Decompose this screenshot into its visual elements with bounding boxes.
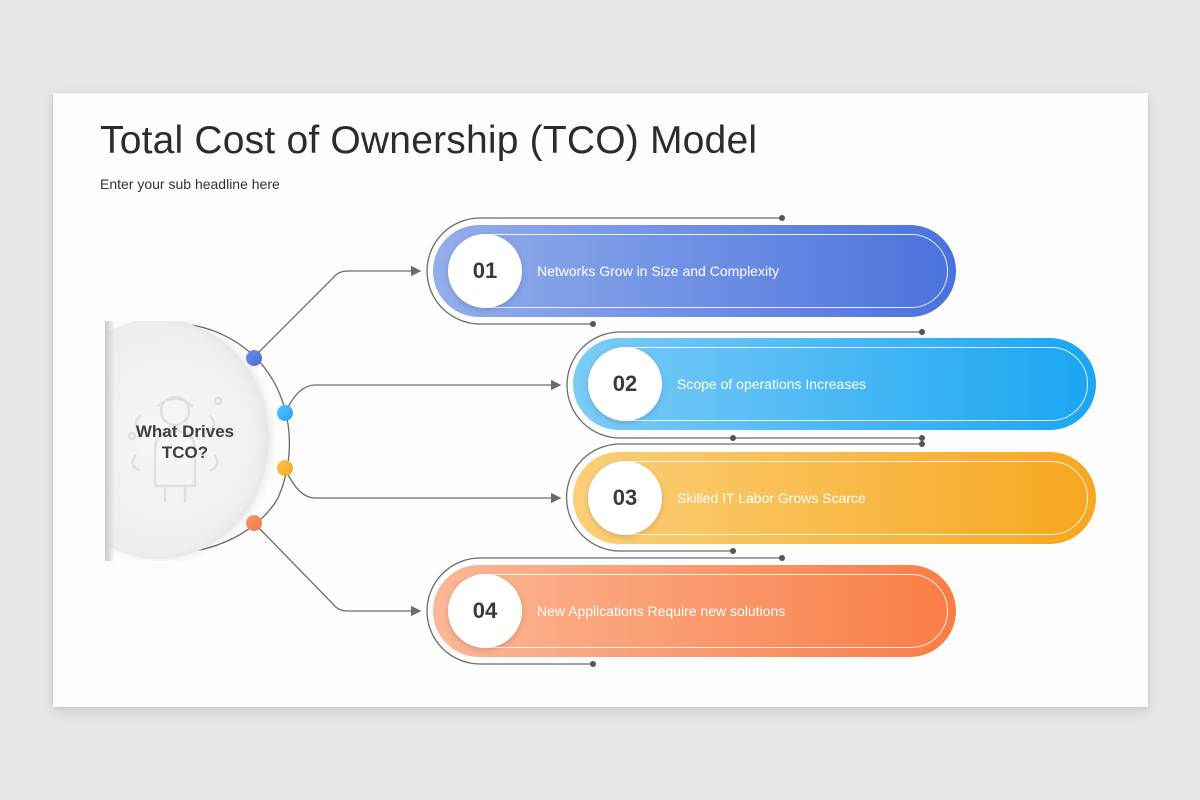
connector-lines xyxy=(139,215,925,667)
hub-label-line-2: TCO? xyxy=(161,443,209,462)
driver-dot-1 xyxy=(246,350,262,366)
hub-circle: What Drives TCO? xyxy=(105,321,275,561)
branch-line-4 xyxy=(253,522,422,617)
driver-card-3: 03 Skilled IT Labor Grows Scarce xyxy=(573,452,1096,544)
driver-card-1: 01 Networks Grow in Size and Complexity xyxy=(433,225,956,317)
driver-number-3: 03 xyxy=(588,461,662,535)
driver-text-2: Scope of operations Increases xyxy=(677,376,867,392)
hub-label: What Drives TCO? xyxy=(125,421,245,463)
driver-number-4: 04 xyxy=(448,574,522,648)
driver-card-4: 04 New Applications Require new solution… xyxy=(433,565,956,657)
slide: Total Cost of Ownership (TCO) Model Ente… xyxy=(53,93,1148,707)
branch-line-2 xyxy=(284,379,562,414)
slide-subtitle: Enter your sub headline here xyxy=(100,176,280,192)
slide-title: Total Cost of Ownership (TCO) Model xyxy=(100,119,758,162)
driver-card-2: 02 Scope of operations Increases xyxy=(573,338,1096,430)
pill-wrap-4 xyxy=(426,557,782,665)
hub-label-line-1: What Drives xyxy=(135,422,235,441)
driver-text-4: New Applications Require new solutions xyxy=(537,603,786,619)
driver-text-1: Networks Grow in Size and Complexity xyxy=(537,263,779,279)
pill-wrap-2 xyxy=(566,331,922,439)
branch-line-3 xyxy=(284,467,562,504)
driver-dot-4 xyxy=(246,515,262,531)
person-with-ideas-icon xyxy=(127,395,223,503)
driver-number-2: 02 xyxy=(588,347,662,421)
driver-text-3: Skilled IT Labor Grows Scarce xyxy=(677,490,866,506)
branch-line-1 xyxy=(253,265,422,358)
pill-wrap-1 xyxy=(426,217,782,325)
driver-dot-3 xyxy=(277,460,293,476)
pill-wrap-3 xyxy=(565,443,922,552)
driver-number-1: 01 xyxy=(448,234,522,308)
driver-dot-2 xyxy=(277,405,293,421)
